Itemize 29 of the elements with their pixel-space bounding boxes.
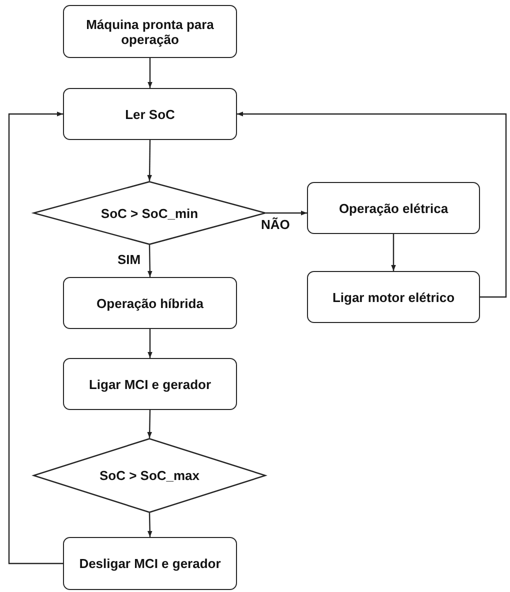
process-box <box>63 358 237 410</box>
node-text: SoC > SoC_min <box>100 206 200 220</box>
node-text: SoC > SoC_max <box>98 468 201 483</box>
arrow <box>8 112 63 564</box>
process-box <box>63 277 237 329</box>
arrow <box>148 244 152 278</box>
process-box <box>63 5 237 58</box>
arrow <box>147 512 152 538</box>
arrow <box>266 210 307 216</box>
node-text: Ligar motor elétrico <box>331 290 456 304</box>
arrow <box>147 140 152 181</box>
node-text: Ligar MCI e gerador <box>88 376 212 392</box>
node-text: Ler SoC <box>124 106 176 122</box>
arrow <box>237 112 507 298</box>
arrow <box>147 410 152 438</box>
arrow <box>148 58 152 88</box>
process-box <box>63 537 237 590</box>
process-box <box>63 88 237 140</box>
edge-label: SIM <box>116 252 142 267</box>
arrow <box>148 329 152 358</box>
node-text: Operação híbrida <box>96 296 204 310</box>
node-text: Máquina pronta para operação <box>85 16 215 46</box>
edge-label: NÃO <box>260 217 291 232</box>
process-box <box>307 271 480 323</box>
node-text: Operação elétrica <box>338 200 450 216</box>
arrow <box>391 234 396 271</box>
decision-diamond <box>33 438 266 513</box>
node-text: Desligar MCI e gerador <box>78 556 222 571</box>
process-box <box>307 182 480 234</box>
